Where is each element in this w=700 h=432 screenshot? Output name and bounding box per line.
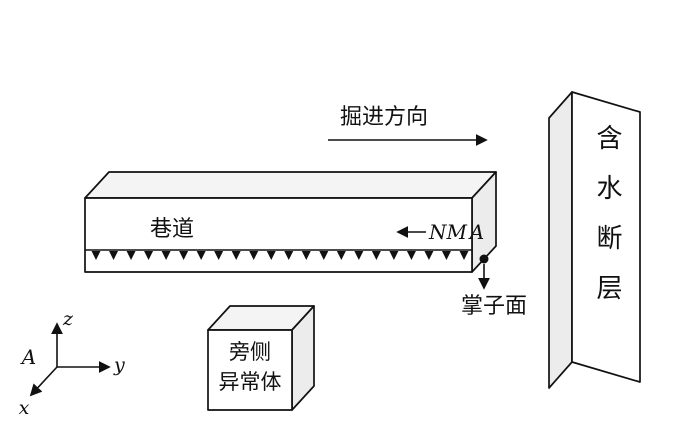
electrode-marker: [371, 251, 381, 260]
electrode-marker: [441, 251, 451, 260]
working-face-annotation: 掌子面: [461, 264, 527, 319]
anomaly-label-line2: 异常体: [219, 370, 282, 394]
point-a-label: A: [468, 220, 484, 244]
survey-annotation: NM A: [396, 220, 489, 264]
electrode-marker: [424, 251, 434, 260]
tunnel-box: 巷道: [84, 171, 497, 273]
electrode-marker: [319, 251, 329, 260]
electrode-marker: [161, 251, 171, 260]
electrode-marker: [196, 251, 206, 260]
excavation-direction-label: 掘进方向: [340, 105, 428, 130]
tunnel-front-face: [84, 197, 473, 273]
electrode-marker: [144, 251, 154, 260]
survey-line-label: NM: [428, 220, 468, 244]
anomaly-label-line1: 旁侧: [229, 340, 271, 364]
axis-x: [29, 366, 58, 397]
electrode-marker: [354, 251, 364, 260]
electrode-marker: [389, 251, 399, 260]
electrode-marker: [301, 251, 311, 260]
electrode-marker: [459, 251, 469, 260]
electrode-marker: [91, 251, 101, 260]
anomaly-cube: 旁侧 异常体: [207, 305, 315, 411]
electrode-marker: [266, 251, 276, 260]
electrode-marker: [284, 251, 294, 260]
electrode-marker: [109, 251, 119, 260]
origin-label: A: [20, 345, 36, 369]
coordinate-axes: z y x A: [19, 308, 125, 419]
electrode-marker: [231, 251, 241, 260]
axis-z-label: z: [62, 308, 74, 330]
point-a-marker: [479, 254, 489, 264]
fault-front-face: [571, 91, 641, 383]
fault-slab: [548, 91, 641, 389]
electrode-marker: [336, 251, 346, 260]
electrode-marker: [126, 251, 136, 260]
electrode-marker: [249, 251, 259, 260]
electrode-array: [91, 251, 469, 260]
tunnel-label: 巷道: [150, 217, 194, 242]
excavation-direction-annotation: 掘进方向: [328, 105, 488, 146]
electrode-marker: [214, 251, 224, 260]
anomaly-front-face: [207, 329, 293, 411]
axis-y-label: y: [113, 354, 125, 376]
electrode-marker: [179, 251, 189, 260]
electrode-marker: [406, 251, 416, 260]
axis-x-label: x: [19, 397, 30, 419]
working-face-label: 掌子面: [461, 294, 527, 319]
fault-edge-face: [548, 91, 573, 389]
tunnel-top-face: [84, 171, 497, 199]
